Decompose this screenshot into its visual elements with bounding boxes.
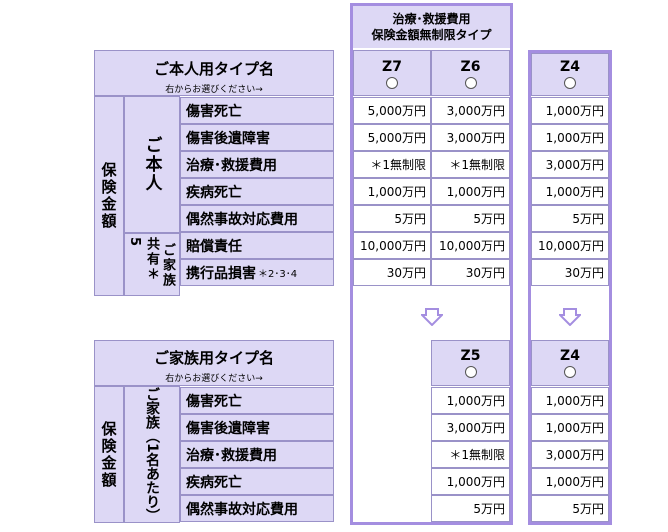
family-label: ご家族 [160,242,175,288]
self-type-subtitle: 右からお選びください→ [165,85,263,95]
plan-z5-value: 5万円 [431,495,510,522]
self-type-title-text: ご本人用タイプ名 [153,60,274,78]
family-amount-group-label: 保険金額 [94,386,124,523]
self-type-title: ご本人用タイプ名 右からお選びください→ [94,50,334,96]
plan-z4-value: 1,000万円 [531,97,609,124]
plan-z4-radio[interactable] [564,77,576,89]
coverage-row-label-text: 賠償責任 [186,238,242,255]
plan-z5-value: ＊1無制限 [431,441,510,468]
coverage-row-label-text: 傷害後遺障害 [186,130,270,147]
standard-plan-frame [528,50,612,525]
plan-z7-value: 1,000万円 [353,178,431,205]
plan-z6-value: 1,000万円 [431,178,510,205]
coverage-row-label-text: 治療･救援費用 [186,157,277,174]
plan-z7-value: 10,000万円 [353,232,431,259]
plan-z5-radio[interactable] [464,366,477,378]
plan-z6-code: Z6 [460,59,481,75]
plan-z6-value: 3,000万円 [431,97,510,124]
family-coverage-row-label: 偶然事故対応費用 [180,495,334,522]
plan-z4-value: 1,000万円 [531,124,609,151]
plan-z7-value: 5,000万円 [353,97,431,124]
plan-z4-family-code: Z4 [560,348,580,364]
coverage-row-label-text: 偶然事故対応費用 [186,211,298,228]
shared-family-label: 共有＊5 ご家族 [124,233,180,296]
plan-z7-radio[interactable] [386,77,398,89]
plan-z4-value: 30万円 [531,259,609,286]
plan-z5-code: Z5 [460,348,481,364]
plan-z7-value: 5万円 [353,205,431,232]
unlimited-plan-frame [350,3,513,525]
plan-z4-family-radio[interactable] [564,366,576,378]
plan-z6-radio[interactable] [464,77,477,89]
family-type-title-text: ご家族用タイプ名 [153,349,274,367]
coverage-row-label-text: 携行品損害 [186,265,256,282]
unlimited-type-header-line2: 保険金額無制限タイプ [371,28,492,42]
coverage-row-label: 傷害死亡 [180,97,334,124]
plan-z5-value: 3,000万円 [431,414,510,441]
plan-z7-code: Z7 [382,59,402,75]
plan-z5-header[interactable]: Z5 [431,340,510,386]
plan-z5-value: 1,000万円 [431,468,510,495]
self-person-label: ご本人 [124,96,180,233]
family-type-subtitle: 右からお選びください→ [165,374,263,384]
coverage-row-label: 賠償責任 [180,232,334,259]
plan-z5-value: 1,000万円 [431,387,510,414]
plan-z7-header[interactable]: Z7 [353,50,431,96]
family-type-title: ご家族用タイプ名 右からお選びください→ [94,340,334,386]
family-person-label: ご家族（1名あたり） [124,386,180,523]
plan-z4-header[interactable]: Z4 [531,53,609,96]
coverage-row-note: ＊2･3･4 [258,269,298,280]
plan-z7-value: 30万円 [353,259,431,286]
unlimited-type-header: 治療･救援費用 保険金額無制限タイプ [353,6,510,48]
plan-z7-value: 5,000万円 [353,124,431,151]
coverage-row-label: 傷害後遺障害 [180,124,334,151]
plan-z4-value: 3,000万円 [531,151,609,178]
shared-label: 共有＊5 [127,237,159,282]
family-coverage-row-label: 傷害死亡 [180,387,334,414]
plan-z7-value: ＊1無制限 [353,151,431,178]
plan-z4-code: Z4 [560,59,580,75]
plan-z6-header[interactable]: Z6 [431,50,510,96]
self-amount-group-label: 保険金額 [94,96,124,296]
plan-z6-value: 5万円 [431,205,510,232]
plan-z6-value: 30万円 [431,259,510,286]
plan-z4-family-value: 5万円 [531,495,609,522]
plan-z6-value: 3,000万円 [431,124,510,151]
unlimited-type-header-line1: 治療･救援費用 [392,12,471,26]
plan-z4-value: 10,000万円 [531,232,609,259]
coverage-row-label-text: 疾病死亡 [186,184,242,201]
plan-z4-value: 5万円 [531,205,609,232]
plan-z6-value: ＊1無制限 [431,151,510,178]
plan-z6-value: 10,000万円 [431,232,510,259]
family-coverage-row-label: 治療･救援費用 [180,441,334,468]
plan-z4-family-value: 1,000万円 [531,468,609,495]
plan-z4-family-header[interactable]: Z4 [531,340,609,386]
arrow-down-icon [421,308,443,326]
family-coverage-row-label: 疾病死亡 [180,468,334,495]
plan-z4-family-value: 3,000万円 [531,441,609,468]
plan-z4-family-value: 1,000万円 [531,387,609,414]
plan-z4-family-value: 1,000万円 [531,414,609,441]
coverage-row-label: 疾病死亡 [180,178,334,205]
coverage-row-label: 携行品損害＊2･3･4 [180,259,334,286]
coverage-row-label: 治療･救援費用 [180,151,334,178]
coverage-row-label-text: 傷害死亡 [186,103,242,120]
plan-z4-value: 1,000万円 [531,178,609,205]
arrow-down-icon [559,308,581,326]
family-coverage-row-label: 傷害後遺障害 [180,414,334,441]
coverage-row-label: 偶然事故対応費用 [180,205,334,232]
